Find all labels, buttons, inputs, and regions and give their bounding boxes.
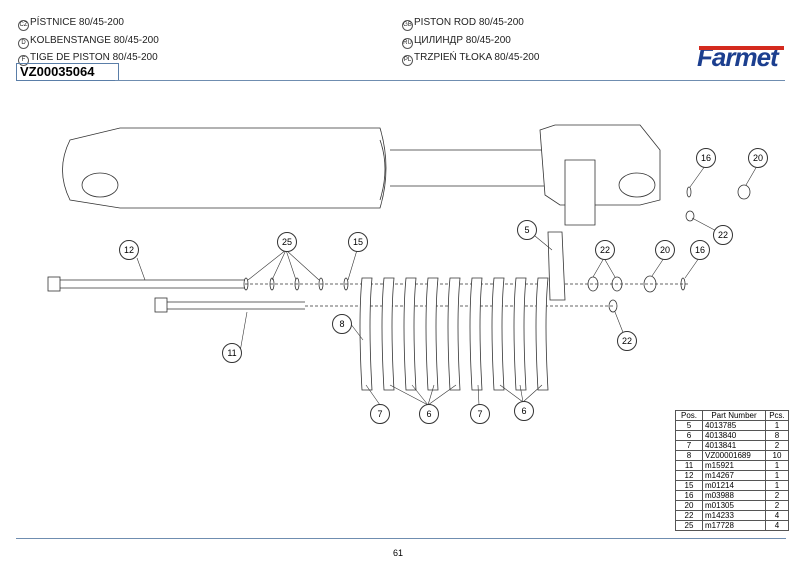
part-number-cell: m01214 bbox=[702, 480, 766, 491]
pcs-cell: 1 bbox=[765, 460, 789, 471]
bolt-12 bbox=[47, 276, 245, 292]
bolt-11 bbox=[154, 297, 305, 313]
callout-16: 16 bbox=[690, 240, 710, 260]
part-number-cell: VZ00001689 bbox=[702, 450, 766, 461]
callout-22: 22 bbox=[617, 331, 637, 351]
pos-cell: 22 bbox=[675, 510, 703, 521]
pos-cell: 15 bbox=[675, 480, 703, 491]
col-pos: Pos. bbox=[675, 410, 703, 421]
callout-8: 8 bbox=[332, 314, 352, 334]
pos-cell: 7 bbox=[675, 440, 703, 451]
pos-cell: 16 bbox=[675, 490, 703, 501]
callout-5: 5 bbox=[517, 220, 537, 240]
callout-12: 12 bbox=[119, 240, 139, 260]
part-number-cell: 4013841 bbox=[702, 440, 766, 451]
pos-cell: 8 bbox=[675, 450, 703, 461]
footer-rule bbox=[16, 538, 786, 539]
part-number-cell: m01305 bbox=[702, 500, 766, 511]
table-header-row: Pos. Part Number Pcs. bbox=[675, 410, 789, 421]
pos-cell: 20 bbox=[675, 500, 703, 511]
farmet-logo: Farmet bbox=[697, 42, 784, 72]
pcs-cell: 4 bbox=[765, 510, 789, 521]
pos-cell: 11 bbox=[675, 460, 703, 471]
part-number-cell: m03988 bbox=[702, 490, 766, 501]
leader-lines bbox=[136, 165, 758, 406]
title-text: PÍSTNICE 80/45-200 bbox=[30, 17, 124, 28]
header-rule bbox=[115, 80, 785, 81]
title-text: TRZPIEŃ TŁOKA 80/45-200 bbox=[414, 52, 540, 63]
callout-22: 22 bbox=[713, 225, 733, 245]
pcs-cell: 4 bbox=[765, 520, 789, 531]
part-number-cell: m14267 bbox=[702, 470, 766, 481]
col-pcs: Pcs. bbox=[765, 410, 789, 421]
callout-7: 7 bbox=[470, 404, 490, 424]
pcs-cell: 2 bbox=[765, 490, 789, 501]
pos-cell: 25 bbox=[675, 520, 703, 531]
lang-badge: F bbox=[18, 55, 29, 66]
lang-badge: GB bbox=[402, 20, 413, 31]
callout-15: 15 bbox=[348, 232, 368, 252]
pcs-cell: 2 bbox=[765, 440, 789, 451]
part-number-cell: 4013840 bbox=[702, 430, 766, 441]
callout-16: 16 bbox=[696, 148, 716, 168]
page-number: 61 bbox=[393, 548, 404, 558]
callout-20: 20 bbox=[655, 240, 675, 260]
pcs-cell: 10 bbox=[765, 450, 789, 461]
title-text: ЦИЛИНДР 80/45-200 bbox=[414, 35, 511, 46]
assembly-code: VZ00035064 bbox=[16, 63, 119, 81]
callout-20: 20 bbox=[748, 148, 768, 168]
pcs-cell: 2 bbox=[765, 500, 789, 511]
title-text: KOLBENSTANGE 80/45-200 bbox=[30, 35, 159, 46]
pcs-cell: 1 bbox=[765, 420, 789, 431]
lang-badge: RU bbox=[402, 38, 413, 49]
lang-badge: D bbox=[18, 38, 29, 49]
callout-22: 22 bbox=[595, 240, 615, 260]
col-part-number: Part Number bbox=[702, 410, 766, 421]
part-number-cell: 4013785 bbox=[702, 420, 766, 431]
callout-6: 6 bbox=[514, 401, 534, 421]
pos-cell: 6 bbox=[675, 430, 703, 441]
part-number-cell: m17728 bbox=[702, 520, 766, 531]
callout-25: 25 bbox=[277, 232, 297, 252]
pos-cell: 12 bbox=[675, 470, 703, 481]
pcs-cell: 1 bbox=[765, 480, 789, 491]
title-text: PISTON ROD 80/45-200 bbox=[414, 17, 524, 28]
cylinder bbox=[62, 124, 661, 226]
pcs-cell: 8 bbox=[765, 430, 789, 441]
title-text: TIGE DE PISTON 80/45-200 bbox=[30, 52, 158, 63]
lang-badge: CZ bbox=[18, 20, 29, 31]
lang-badge: PL bbox=[402, 55, 413, 66]
part-number-cell: m14233 bbox=[702, 510, 766, 521]
pos-cell: 5 bbox=[675, 420, 703, 431]
callout-6: 6 bbox=[419, 404, 439, 424]
pcs-cell: 1 bbox=[765, 470, 789, 481]
part-number-cell: m15921 bbox=[702, 460, 766, 471]
spacers-8 bbox=[359, 277, 549, 391]
callout-11: 11 bbox=[222, 343, 242, 363]
callout-7: 7 bbox=[370, 404, 390, 424]
